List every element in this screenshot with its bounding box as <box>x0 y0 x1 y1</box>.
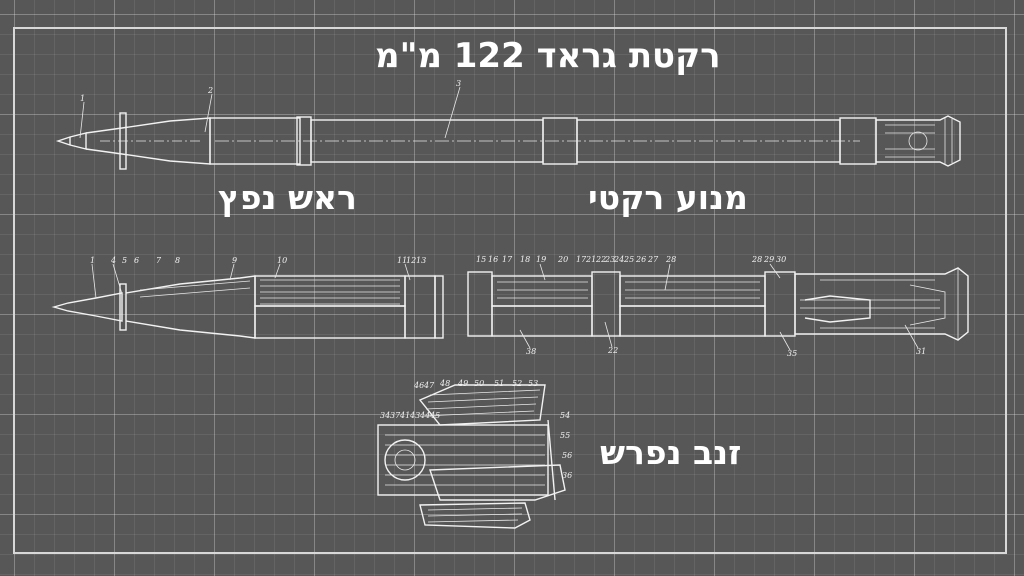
warhead-label: ראש נפץ <box>218 178 357 217</box>
tail-callout-45: 45 <box>429 411 440 420</box>
motor-callout-28: 28 <box>665 255 676 264</box>
warhead-callout-6: 6 <box>134 256 139 265</box>
tail-callout-41: 41 <box>399 411 410 420</box>
warhead-callout-7: 7 <box>156 256 162 265</box>
motor-callout-25: 25 <box>623 255 634 264</box>
page-title: רקטת גראד 122 מ"מ <box>375 36 721 76</box>
motor-callout-20: 20 <box>557 255 568 264</box>
motor-cross-section: 15 16 17 18 19 20 17 21 22 23 24 25 26 2… <box>467 255 969 358</box>
tail-callout-44: 44 <box>419 411 430 420</box>
deployed-tail-label: זנב נפרש <box>600 433 742 472</box>
motor-callout-16: 16 <box>488 255 498 264</box>
callout-2: 2 <box>207 86 213 95</box>
warhead-callout-1: 1 <box>90 256 95 265</box>
tail-callout-51: 51 <box>494 379 504 388</box>
warhead-callout-13: 13 <box>416 256 426 265</box>
motor-callout-22-bottom: 22 <box>607 346 618 355</box>
blueprint-frame <box>13 27 1007 554</box>
warhead-callout-12: 12 <box>406 256 416 265</box>
warhead-callout-9: 9 <box>232 256 237 265</box>
tail-callout-36: 36 <box>562 471 572 480</box>
tail-callout-54: 54 <box>560 411 570 420</box>
motor-callout-24: 24 <box>613 255 624 264</box>
motor-callout-21: 21 <box>585 255 596 264</box>
motor-callout-15: 15 <box>476 255 486 264</box>
tail-callout-48: 48 <box>439 379 450 388</box>
tail-callout-52: 52 <box>512 379 522 388</box>
motor-callout-17: 17 <box>502 255 513 264</box>
motor-callout-26: 26 <box>635 255 646 264</box>
warhead-callout-8: 8 <box>175 256 180 265</box>
tail-callout-55: 55 <box>560 431 570 440</box>
motor-callout-19: 19 <box>536 255 546 264</box>
deployed-tail-drawing: 46 47 48 49 50 51 52 53 34 37 41 43 44 4… <box>377 379 572 529</box>
tail-callout-53: 53 <box>528 379 538 388</box>
tail-callout-56: 56 <box>562 451 572 460</box>
warhead-callout-4: 4 <box>110 256 116 265</box>
motor-callout-18: 18 <box>520 255 530 264</box>
callout-1: 1 <box>80 94 85 103</box>
warhead-callout-5: 5 <box>122 256 127 265</box>
warhead-cross-section: 1 4 5 6 7 8 9 10 11 12 13 <box>51 256 444 339</box>
motor-callout-30: 30 <box>776 255 786 264</box>
motor-callout-35: 35 <box>787 349 797 358</box>
motor-callout-27: 27 <box>647 255 659 264</box>
callout-3: 3 <box>456 79 461 88</box>
tail-callout-43: 43 <box>409 411 420 420</box>
full-rocket-side-view: 1 2 3 <box>55 79 961 170</box>
rocket-motor-label: מנוע רקטי <box>588 178 748 217</box>
motor-callout-22: 22 <box>595 255 606 264</box>
motor-callout-29: 29 <box>763 255 774 264</box>
warhead-callout-10: 10 <box>277 256 287 265</box>
motor-callout-28b: 28 <box>751 255 762 264</box>
motor-callout-23: 23 <box>604 255 615 264</box>
tail-callout-34: 34 <box>380 411 390 420</box>
tail-callout-37: 37 <box>390 411 401 420</box>
warhead-callout-11: 11 <box>397 256 407 265</box>
tail-callout-49: 49 <box>457 379 468 388</box>
motor-callout-31: 31 <box>916 347 926 356</box>
tail-callout-46: 46 <box>413 381 424 390</box>
tail-callout-47: 47 <box>423 381 435 390</box>
motor-callout-38: 38 <box>526 347 536 356</box>
tail-callout-50: 50 <box>474 379 484 388</box>
motor-callout-17b: 17 <box>576 255 587 264</box>
